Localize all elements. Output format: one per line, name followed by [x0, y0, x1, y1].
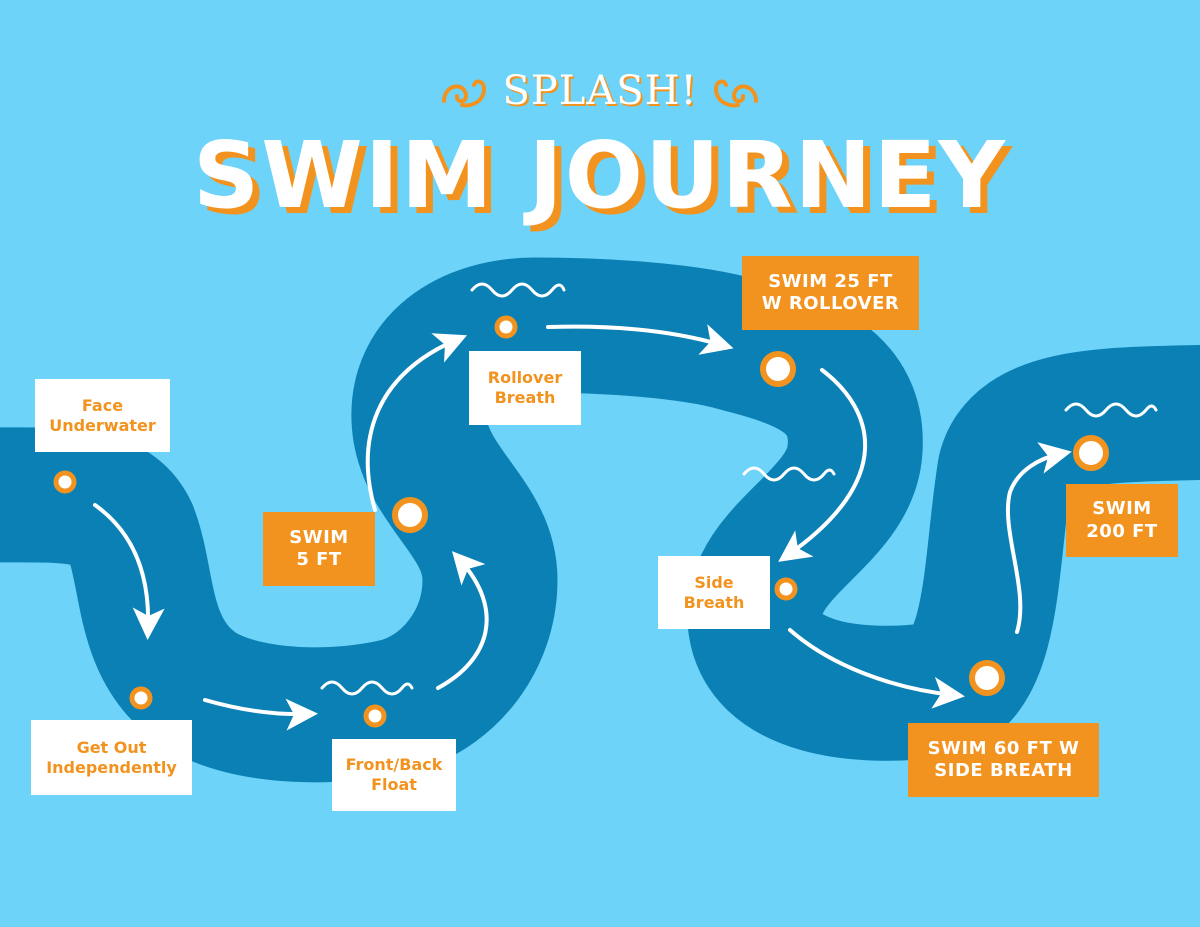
arrow-icon: [93, 503, 165, 640]
arrow-icon: [788, 628, 965, 709]
step-swim-5-ft: SWIM 5 FT: [263, 512, 375, 586]
milestone-marker-icon: [1073, 435, 1109, 471]
milestone-marker-icon: [969, 660, 1005, 696]
arrow-icon: [1005, 442, 1072, 634]
swirl-ornament-icon: [442, 79, 487, 108]
waves-icon: [470, 282, 566, 298]
brand-name: SPLASH!: [502, 68, 698, 114]
arrow-icon: [365, 333, 468, 512]
milestone-markers: [53, 315, 1109, 728]
milestone-marker-icon: [53, 470, 77, 494]
swirl-ornament-icon: [713, 79, 758, 108]
arrow-icon: [778, 368, 868, 562]
brand-header: SPLASH!: [0, 68, 1200, 114]
milestone-marker-icon: [363, 704, 387, 728]
waves-icon: [1064, 402, 1158, 418]
milestone-marker-icon: [760, 351, 796, 387]
river-path: [0, 257, 1200, 783]
milestone-marker-icon: [494, 315, 518, 339]
step-swim-25-ft-w-rollover: SWIM 25 FT W ROLLOVER: [742, 256, 919, 330]
waves-icon: [320, 680, 414, 696]
step-front-back-float: Front/Back Float: [332, 739, 456, 811]
milestone-marker-icon: [774, 577, 798, 601]
step-swim-60-ft-w-side-breath: SWIM 60 FT W SIDE BREATH: [908, 723, 1099, 797]
step-side-breath: Side Breath: [658, 556, 770, 629]
arrow-icon: [203, 698, 318, 731]
milestone-marker-icon: [129, 686, 153, 710]
step-swim-200-ft: SWIM 200 FT: [1066, 484, 1178, 557]
page-title: SWIM JOURNEY: [193, 122, 1007, 229]
arrow-icon: [436, 551, 489, 690]
arrow-icon: [546, 324, 734, 355]
waves-icon: [742, 466, 836, 482]
milestone-marker-icon: [392, 497, 428, 533]
step-get-out-independently: Get Out Independently: [31, 720, 192, 795]
step-face-underwater: Face Underwater: [35, 379, 170, 452]
step-rollover-breath: Rollover Breath: [469, 351, 581, 425]
